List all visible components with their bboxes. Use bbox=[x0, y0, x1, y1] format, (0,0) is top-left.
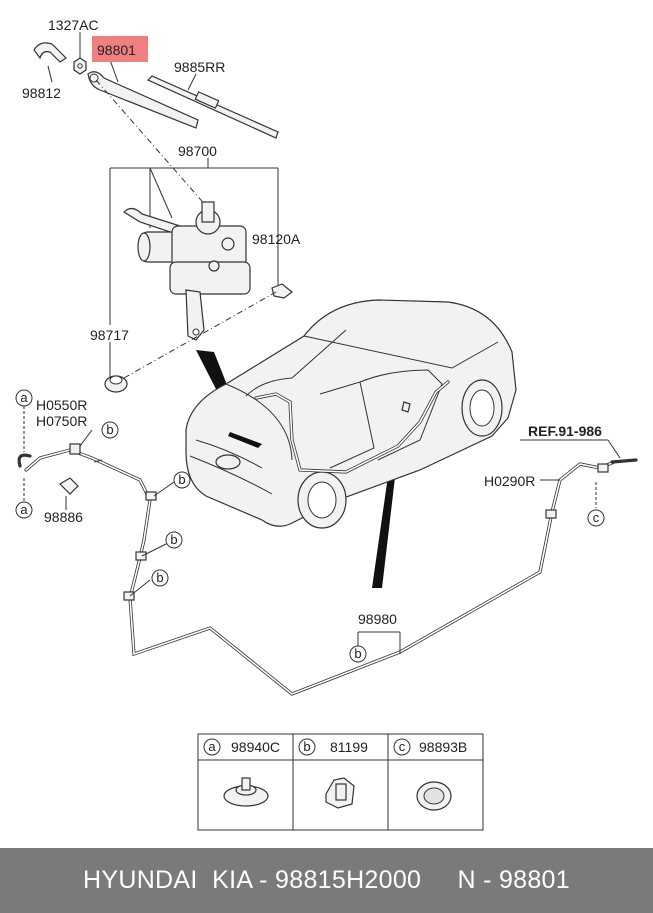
label-H0290R: H0290R bbox=[484, 473, 535, 489]
callout-a: a bbox=[15, 501, 33, 519]
label-98980: 98980 bbox=[358, 611, 397, 627]
grommet-98893B-icon bbox=[416, 781, 452, 811]
wiper-cap-98812 bbox=[33, 42, 67, 63]
svg-text:98940C: 98940C bbox=[231, 739, 280, 755]
callout-b: b bbox=[151, 569, 169, 587]
svg-text:98893B: 98893B bbox=[419, 739, 467, 755]
nozzle-98886 bbox=[59, 477, 79, 495]
label-98812: 98812 bbox=[22, 85, 61, 101]
legend-cell-a: a 98940C bbox=[203, 738, 280, 807]
parts-diagram: 1327AC 98812 98801 9885RR 98700 98120A 9… bbox=[15, 17, 638, 831]
fastener-98940C-icon bbox=[223, 777, 269, 807]
callout-b: b bbox=[349, 645, 367, 663]
grommet-98717 bbox=[104, 375, 128, 393]
legend-cell-c: c 98893B bbox=[393, 738, 467, 811]
label-98886: 98886 bbox=[44, 509, 83, 525]
label-98120A: 98120A bbox=[252, 231, 301, 247]
svg-text:b: b bbox=[170, 532, 177, 547]
callout-b: b bbox=[165, 531, 183, 549]
svg-text:a: a bbox=[20, 502, 28, 517]
svg-text:b: b bbox=[354, 646, 361, 661]
label-98700: 98700 bbox=[178, 143, 217, 159]
callout-a: a bbox=[15, 389, 33, 407]
legend-table: a 98940C b 81199 c 98893B bbox=[197, 733, 484, 831]
label-H0750R: H0750R bbox=[36, 413, 87, 429]
callout-b: b bbox=[101, 421, 119, 439]
car-illustration bbox=[185, 299, 517, 529]
callout-b: b bbox=[173, 471, 191, 489]
svg-text:b: b bbox=[178, 472, 185, 487]
svg-text:b: b bbox=[303, 739, 310, 754]
bolt-98120A bbox=[271, 283, 293, 299]
svg-text:b: b bbox=[106, 422, 113, 437]
svg-text:b: b bbox=[156, 570, 163, 585]
label-98717: 98717 bbox=[90, 327, 129, 343]
svg-text:c: c bbox=[593, 510, 600, 525]
label-1327AC: 1327AC bbox=[48, 17, 99, 33]
wiper-motor-98700 bbox=[123, 201, 251, 341]
legend-cell-b: b 81199 bbox=[298, 738, 368, 809]
svg-text:a: a bbox=[20, 390, 28, 405]
label-98801: 98801 bbox=[97, 42, 136, 58]
footer-part-number-bar: HYUNDAI KIA - 98815H2000 N - 98801 bbox=[0, 848, 653, 913]
svg-text:c: c bbox=[399, 739, 406, 754]
footer-text: HYUNDAI KIA - 98815H2000 N - 98801 bbox=[83, 866, 570, 894]
callout-c: c bbox=[587, 509, 605, 527]
nut-1327AC bbox=[73, 57, 87, 75]
wiper-blade-9885RR bbox=[146, 75, 279, 139]
wiper-arm-98801 bbox=[87, 71, 199, 129]
svg-text:a: a bbox=[208, 739, 216, 754]
label-9885RR: 9885RR bbox=[174, 59, 225, 75]
highlight-98801 bbox=[92, 36, 148, 62]
label-H0550R: H0550R bbox=[36, 397, 87, 413]
svg-text:81199: 81199 bbox=[330, 739, 368, 755]
clip-81199-icon bbox=[325, 777, 355, 809]
label-ref: REF.91-986 bbox=[528, 423, 602, 439]
